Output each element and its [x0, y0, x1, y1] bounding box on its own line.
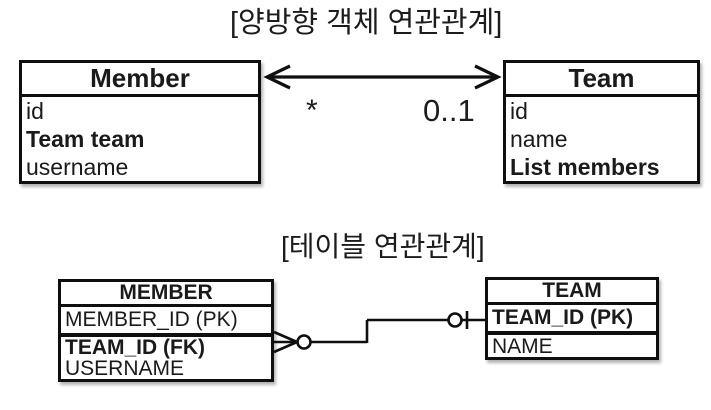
table-diagram-title: [테이블 연관관계] — [281, 231, 485, 262]
member-table-box: MEMBER MEMBER_ID (PK) TEAM_ID (FK) USERN… — [58, 279, 274, 382]
member-table-fk-column: TEAM_ID (FK) — [65, 336, 205, 359]
crow-foot-upper-prong — [273, 330, 298, 344]
member-attr-id: id — [26, 98, 44, 124]
team-attr-name: name — [510, 126, 568, 152]
object-diagram-title: [양방향 객체 연관관계] — [230, 7, 503, 39]
team-attr-members: List members — [510, 154, 660, 180]
team-class-title: Team — [506, 63, 697, 97]
zero-or-many-symbol — [273, 330, 312, 354]
arrowhead-left-icon — [263, 64, 291, 90]
member-table-title: MEMBER — [61, 282, 271, 307]
team-attr-id: id — [510, 98, 528, 124]
member-attr-username: username — [26, 154, 129, 180]
zero-circle-right — [447, 312, 463, 328]
multiplicity-many-label: * — [306, 94, 318, 127]
team-table-box: TEAM TEAM_ID (PK) NAME — [485, 277, 659, 360]
member-class-box: Member id Team team username — [19, 60, 261, 184]
team-class-box: Team id name List members — [503, 60, 700, 184]
zero-or-one-symbol — [447, 311, 469, 329]
multiplicity-zero-or-one-label: 0..1 — [423, 93, 475, 128]
crow-foot-lower-prong — [273, 340, 298, 354]
member-attr-team: Team team — [26, 126, 145, 152]
member-table-username-column: USERNAME — [65, 357, 185, 380]
bidirectional-arrow — [263, 64, 502, 90]
table-relation-connector — [273, 311, 485, 354]
member-class-title: Member — [22, 63, 258, 97]
member-table-pk-column: MEMBER_ID (PK) — [61, 307, 271, 337]
zero-circle-left — [296, 334, 312, 350]
team-table-title: TEAM — [488, 280, 656, 305]
arrowhead-right-icon — [474, 64, 502, 90]
team-table-pk-column: TEAM_ID (PK) — [488, 305, 656, 335]
team-table-name-column: NAME — [492, 335, 553, 358]
